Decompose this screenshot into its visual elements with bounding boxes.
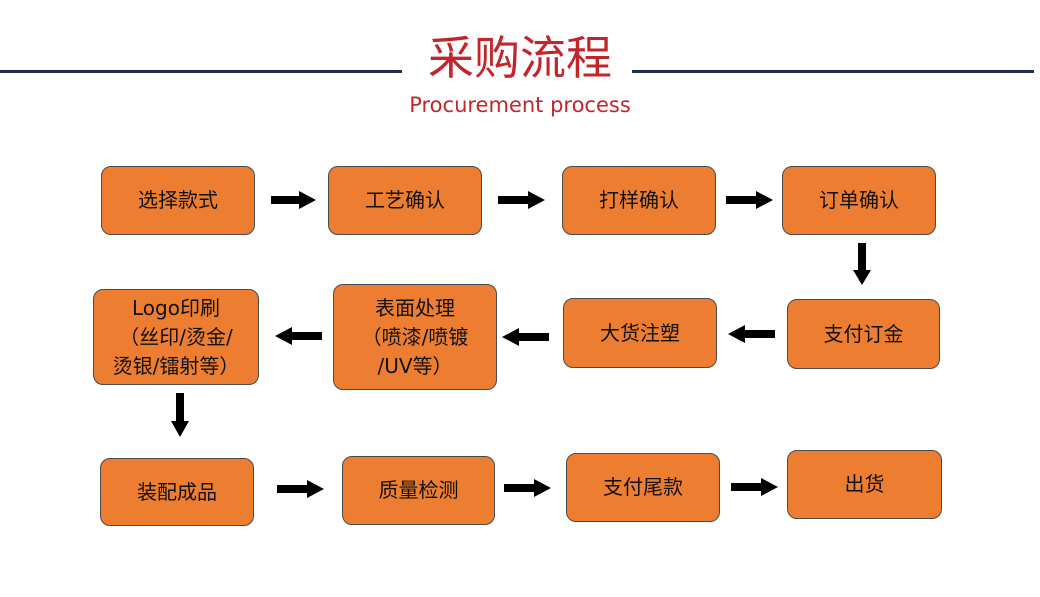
step-quality-check: 质量检测 <box>342 456 495 525</box>
step-surface-treatment: 表面处理 （喷漆/喷镀 /UV等） <box>333 284 497 390</box>
header-rule-right <box>632 70 1034 73</box>
step-logo-printing: Logo印刷 （丝印/烫金/ 烫银/镭射等） <box>93 289 259 385</box>
step-pay-balance: 支付尾款 <box>566 453 720 522</box>
step-sample-confirm: 打样确认 <box>562 166 716 235</box>
arrow-down-icon <box>171 393 189 437</box>
page-title: 采购流程 <box>428 31 612 85</box>
step-craft-confirm: 工艺确认 <box>328 166 482 235</box>
step-pay-deposit: 支付订金 <box>787 299 940 369</box>
page-subtitle: Procurement process <box>409 93 631 117</box>
arrow-down-icon <box>853 243 871 285</box>
arrow-left-icon <box>502 328 549 346</box>
step-order-confirm: 订单确认 <box>782 166 936 235</box>
arrow-right-icon <box>731 478 778 496</box>
arrow-left-icon <box>728 325 775 343</box>
arrow-right-icon <box>277 480 324 498</box>
arrow-right-icon <box>498 191 545 209</box>
arrow-right-icon <box>726 191 773 209</box>
step-shipment: 出货 <box>787 450 942 519</box>
arrow-left-icon <box>275 327 322 345</box>
step-assembly: 装配成品 <box>100 458 254 526</box>
arrow-right-icon <box>271 191 316 209</box>
step-mass-injection: 大货注塑 <box>563 298 717 368</box>
step-select-style: 选择款式 <box>101 166 255 235</box>
arrow-right-icon <box>504 479 551 497</box>
header-rule-left <box>0 70 402 73</box>
